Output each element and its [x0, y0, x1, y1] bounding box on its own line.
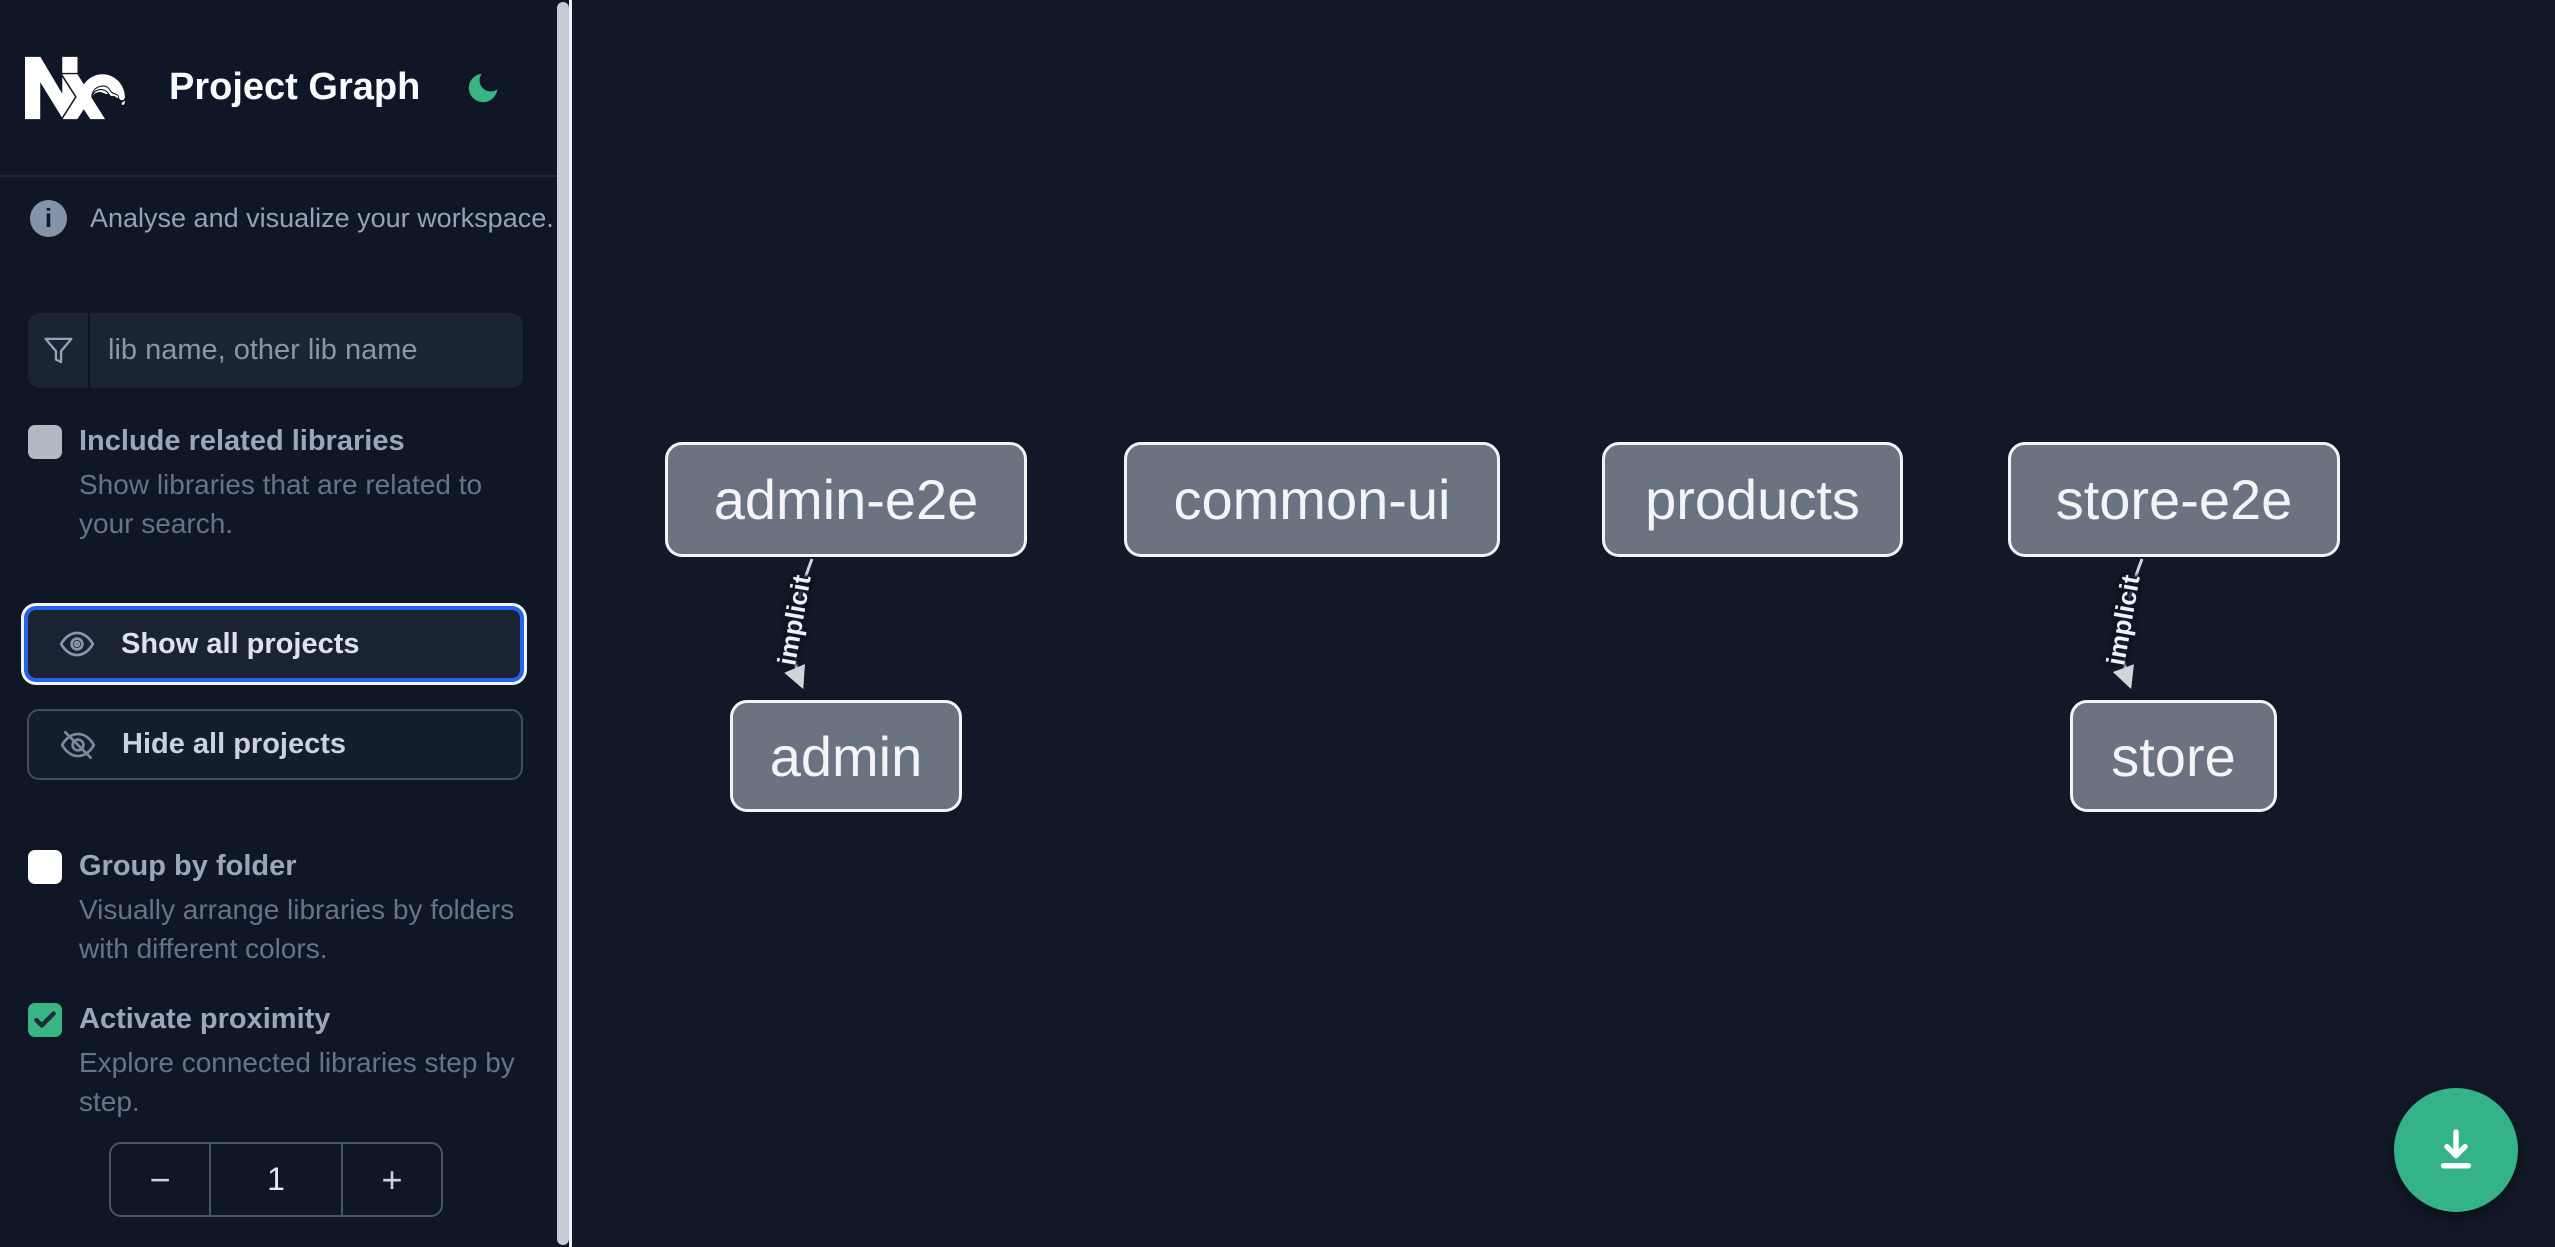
sidebar: Project Graph i Analyse and visualize yo…: [0, 0, 572, 1247]
hide-all-projects-label: Hide all projects: [122, 728, 347, 760]
project-node-admin[interactable]: admin: [730, 700, 962, 812]
search-input[interactable]: [90, 313, 523, 388]
project-node-admin-e2e[interactable]: admin-e2e: [665, 442, 1027, 557]
project-node-store[interactable]: store: [2070, 700, 2277, 812]
hide-all-projects-button[interactable]: Hide all projects: [27, 709, 523, 780]
sidebar-scrollbar[interactable]: [557, 2, 569, 1245]
project-node-products[interactable]: products: [1602, 442, 1903, 557]
graph-canvas[interactable]: admin-e2e common-ui products store-e2e a…: [572, 0, 2555, 1247]
download-icon: [2440, 1129, 2472, 1169]
include-related-description: Show libraries that are related to your …: [79, 469, 483, 539]
workspace-tagline: i Analyse and visualize your workspace.: [30, 200, 554, 237]
project-node-common-ui[interactable]: common-ui: [1124, 442, 1500, 557]
nx-logo-icon: [25, 56, 125, 119]
show-all-projects-button[interactable]: Show all projects: [24, 606, 524, 682]
library-filter: [28, 313, 523, 388]
download-image-button[interactable]: [2394, 1088, 2518, 1212]
filter-icon-cell: [28, 313, 90, 388]
proximity-increment-button[interactable]: +: [343, 1144, 441, 1215]
eye-off-icon: [60, 730, 96, 759]
activate-proximity-label[interactable]: Activate proximity: [79, 1003, 331, 1035]
proximity-stepper: − 1 +: [109, 1142, 443, 1217]
moon-icon: [468, 73, 498, 102]
group-by-folder-checkbox[interactable]: [28, 850, 62, 884]
activate-proximity-checkbox[interactable]: [28, 1003, 62, 1037]
eye-icon: [59, 631, 95, 657]
include-related-option: Include related libraries Show libraries…: [28, 424, 528, 543]
group-by-folder-description: Visually arrange libraries by folders wi…: [79, 894, 515, 964]
include-related-checkbox[interactable]: [28, 425, 62, 459]
info-icon: i: [30, 200, 67, 237]
proximity-value: 1: [209, 1144, 343, 1215]
show-all-projects-label: Show all projects: [121, 627, 360, 660]
group-by-folder-option: Group by folder Visually arrange librari…: [28, 849, 528, 968]
project-node-store-e2e[interactable]: store-e2e: [2008, 442, 2340, 557]
funnel-icon: [43, 337, 73, 364]
group-by-folder-label[interactable]: Group by folder: [79, 850, 297, 882]
sidebar-header: Project Graph: [0, 0, 557, 177]
theme-toggle-button[interactable]: [461, 66, 505, 110]
activate-proximity-option: Activate proximity Explore connected lib…: [28, 1002, 528, 1121]
activate-proximity-description: Explore connected libraries step by step…: [79, 1047, 515, 1117]
edge-label-implicit-admin: implicit: [770, 572, 817, 668]
sidebar-divider: [569, 0, 572, 1247]
include-related-label[interactable]: Include related libraries: [79, 425, 405, 457]
checkmark-icon: [34, 1011, 56, 1028]
page-title: Project Graph: [169, 66, 421, 108]
proximity-decrement-button[interactable]: −: [111, 1144, 209, 1215]
edge-label-implicit-store: implicit: [2099, 572, 2146, 668]
graph-edges: [784, 558, 2144, 690]
tagline-text: Analyse and visualize your workspace.: [90, 203, 554, 233]
